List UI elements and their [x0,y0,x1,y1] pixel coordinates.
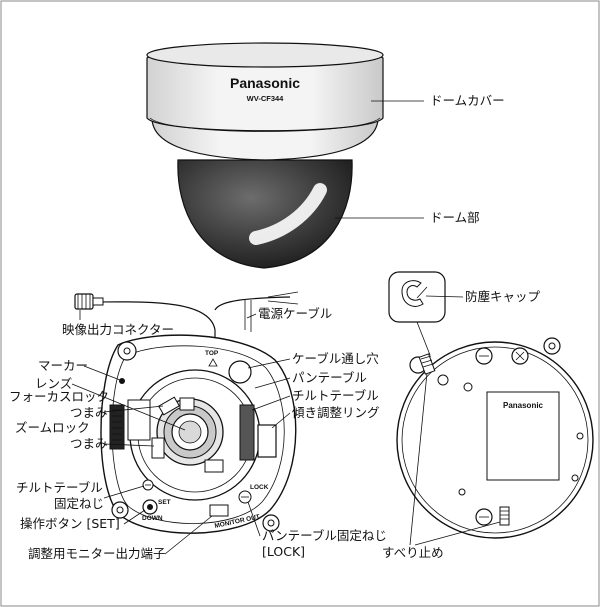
label-video-connector: 映像出力コネクター [62,322,174,337]
label-pan-table: パンテーブル [292,370,367,385]
dome-cover-top-edge [146,42,384,68]
back-label-plate [486,391,560,481]
incline-ring [257,424,277,458]
label-lens: レンズ [35,376,72,391]
label-monitor-terminal: 調整用モニター出力端子 [28,546,166,561]
dome-reflection [249,183,327,245]
camera-internals-illustration: SET DOWN MONITOR OUT LOCK TOP [74,291,299,534]
label-focus-lock-2: つまみ [70,405,108,420]
dust-cap-callout [388,271,446,323]
svg-text:DOWN: DOWN [142,515,163,522]
label-marker: マーカー [38,358,88,373]
marker [119,378,125,384]
back-view-illustration: Panasonic [388,271,594,539]
label-anti-slip: すべり止め [382,545,444,560]
cable-hole [228,360,252,384]
label-dust-cap: 防塵キャップ [465,289,541,304]
label-incline-ring: 傾き調整リング [292,405,380,420]
brand-logo: Panasonic [230,75,300,91]
back-brand-logo: Panasonic [503,401,544,410]
dust-cap [401,280,424,307]
dome-part [177,159,353,269]
label-focus-lock-1: フォーカスロック [9,389,109,404]
label-tilt-fix-2: 固定ねじ [54,496,104,511]
arrow-up-icon [208,358,218,367]
label-cable-hole: ケーブル通し穴 [292,351,379,366]
label-dome-cover: ドームカバー [430,93,505,108]
label-dome-part: ドーム部 [430,210,480,225]
label-tilt-table: チルトテーブル [292,388,379,403]
svg-text:TOP: TOP [205,350,219,357]
label-set-button: 操作ボタン [SET] [20,516,120,531]
label-zoom-lock-1: ズームロック [15,420,90,435]
monitor-out-terminal [209,504,229,517]
label-power-cable: 電源ケーブル [258,306,332,321]
anti-slip-pad [418,353,436,375]
label-pan-fix-1: パンテーブル固定ねじ [262,528,387,543]
anti-slip-pad-2 [499,506,510,526]
focus-lock-knob [158,396,180,416]
dome-camera-illustration: Panasonic WV-CF344 [146,42,384,269]
label-tilt-fix-1: チルトテーブル [16,480,103,495]
label-zoom-lock-2: つまみ [70,436,108,451]
zoom-lock-knob [151,437,165,459]
label-pan-fix-2: [LOCK] [262,544,305,559]
svg-text:SET: SET [158,499,171,506]
model-number: WV-CF344 [247,94,285,103]
svg-text:LOCK: LOCK [250,484,269,491]
